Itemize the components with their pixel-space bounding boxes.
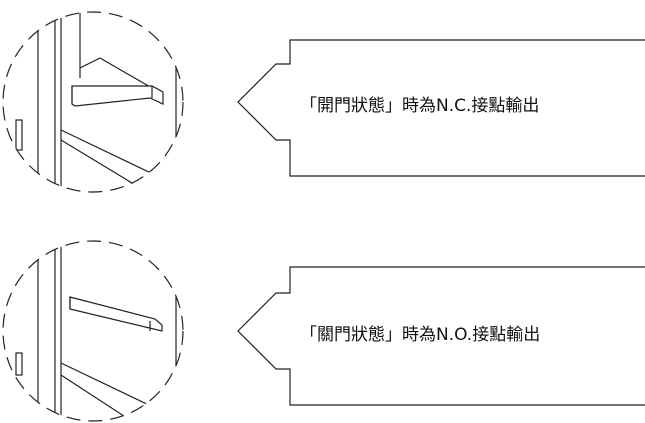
door-closed-panel: 「關門狀態」時為N.O.接點輸出 [0, 213, 645, 423]
magnifier-circle [2, 11, 184, 193]
door-switch-closed [15, 241, 177, 421]
magnifier-circle [2, 240, 184, 422]
door-open-illustration [2, 11, 645, 193]
door-open-caption: 「開門狀態」時為N.C.接點輸出 [300, 96, 540, 116]
callout-arrow [237, 266, 645, 406]
door-closed-illustration [2, 240, 645, 422]
door-switch-open [15, 12, 177, 192]
door-closed-caption: 「關門狀態」時為N.O.接點輸出 [300, 325, 541, 345]
door-open-panel: 「開門狀態」時為N.C.接點輸出 [0, 0, 645, 210]
callout-arrow [237, 39, 645, 177]
